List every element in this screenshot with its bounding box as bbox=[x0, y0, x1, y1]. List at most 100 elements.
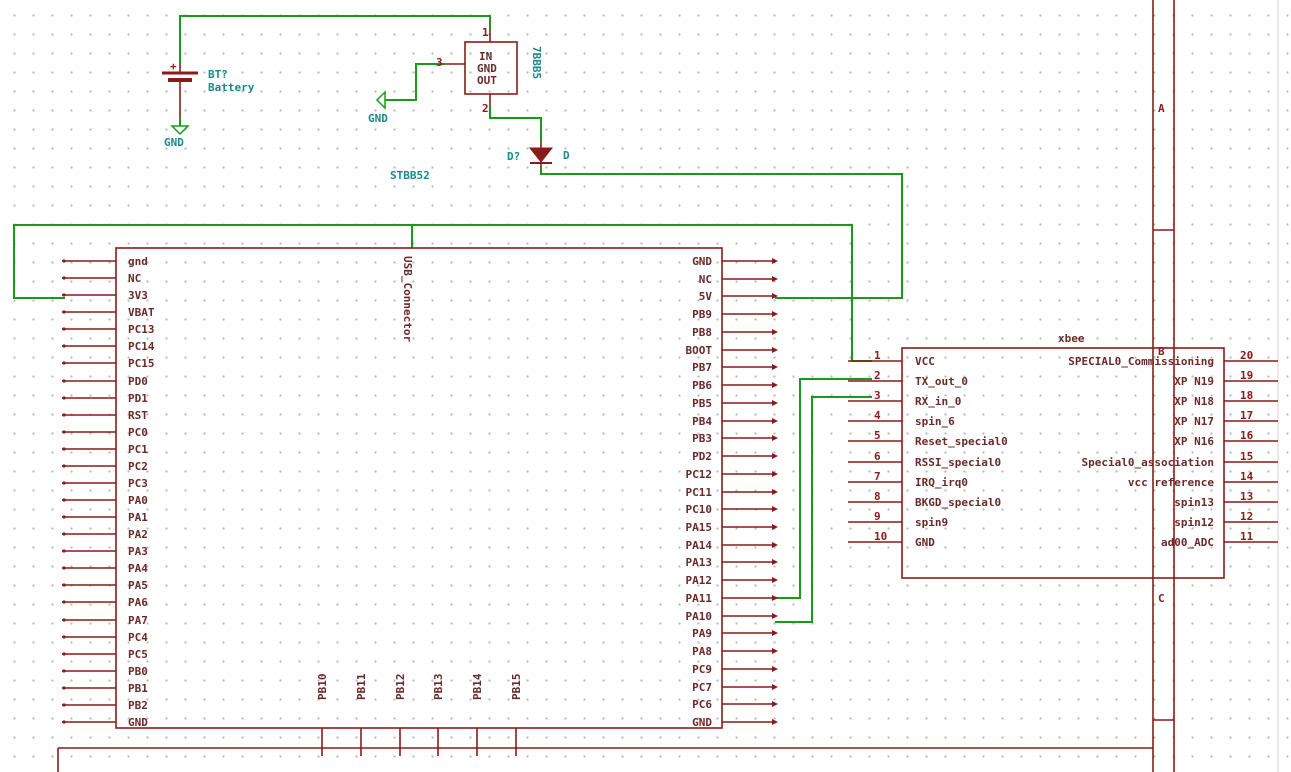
mcu-right-pin-arrow bbox=[772, 382, 778, 388]
mcu-bottom-pin-label: PB14 bbox=[471, 673, 484, 700]
mcu-right-pin-arrow bbox=[772, 400, 778, 406]
mcu-right-pin-label: PA13 bbox=[686, 556, 713, 569]
battery-symbol: + BT? Battery bbox=[162, 60, 255, 118]
regulator-pin-2-num: 2 bbox=[482, 102, 489, 115]
mcu-left-pin-label: PC13 bbox=[128, 323, 155, 336]
mcu-right-pin-arrow bbox=[772, 453, 778, 459]
mcu-left-pin-label: RST bbox=[128, 409, 148, 422]
wire-regulator-to-diode bbox=[489, 105, 542, 142]
xbee-right-pin-num: 17 bbox=[1240, 409, 1253, 422]
xbee-right-pin-num: 13 bbox=[1240, 490, 1253, 503]
mcu-right-pin-label: PB9 bbox=[692, 308, 712, 321]
xbee-left-pin-label: TX_out_0 bbox=[915, 375, 968, 388]
xbee-value: xbee bbox=[1058, 332, 1085, 345]
mcu-left-pin-label: PC2 bbox=[128, 460, 148, 473]
mcu-left-pin-end bbox=[62, 549, 66, 553]
mcu-right-pin-label: PA12 bbox=[686, 574, 713, 587]
mcu-left-pin-label: PC0 bbox=[128, 426, 148, 439]
mcu-right-pin-arrow bbox=[772, 630, 778, 636]
mcu-value: USB_Connector bbox=[401, 256, 414, 342]
battery-ref: BT? bbox=[208, 68, 228, 81]
xbee-left-pin-num: 3 bbox=[874, 389, 881, 402]
mcu-left-pin-label: VBAT bbox=[128, 306, 155, 319]
mcu-left-pin-end bbox=[62, 703, 66, 707]
xbee-right-pin-num: 18 bbox=[1240, 389, 1253, 402]
regulator-pin-3-num: 3 bbox=[436, 56, 443, 69]
xbee-right-pin-num: 12 bbox=[1240, 510, 1253, 523]
regulator-value: STBB52 bbox=[390, 169, 430, 182]
mcu-left-pin-label: GND bbox=[128, 716, 148, 729]
svg-text:+: + bbox=[170, 60, 177, 73]
mcu-right-pin-label: PB8 bbox=[692, 326, 712, 339]
mcu-right-pin-label: PC6 bbox=[692, 698, 712, 711]
regulator-gnd-label: GND bbox=[368, 112, 388, 125]
mcu-left-pin-label: PA5 bbox=[128, 579, 148, 592]
mcu-right-pin-arrow bbox=[772, 435, 778, 441]
mcu-right-pin-label: GND bbox=[692, 716, 712, 729]
mcu-left-pin-end bbox=[62, 720, 66, 724]
xbee-left-pin-num: 8 bbox=[874, 490, 881, 503]
mcu-right-pin-label: PD2 bbox=[692, 450, 712, 463]
mcu-right-pin-label: PA14 bbox=[686, 539, 713, 552]
xbee-left-pin-num: 1 bbox=[874, 349, 881, 362]
mcu-left-pin-end bbox=[62, 481, 66, 485]
xbee-left-pin-label: spin_6 bbox=[915, 415, 955, 428]
mcu-right-pin-arrow bbox=[772, 311, 778, 317]
mcu-left-pin-end bbox=[62, 396, 66, 400]
xbee-left-pin-label: IRQ_irq0 bbox=[915, 476, 968, 489]
xbee-left-pin-label: GND bbox=[915, 536, 935, 549]
mcu-right-pin-arrow bbox=[772, 418, 778, 424]
diode-ref: D? bbox=[507, 150, 520, 163]
xbee-right-pin-num: 19 bbox=[1240, 369, 1253, 382]
mcu-left-pin-end bbox=[62, 413, 66, 417]
mcu-bottom-pin-label: PB15 bbox=[510, 674, 523, 701]
mcu-right-pin-arrow bbox=[772, 258, 778, 264]
mcu-right-pin-label: PB7 bbox=[692, 361, 712, 374]
mcu-left-pin-label: NC bbox=[128, 272, 141, 285]
mcu-left-pin-label: 3V3 bbox=[128, 289, 148, 302]
mcu-right-pin-label: PB4 bbox=[692, 415, 712, 428]
mcu-left-pin-label: PC4 bbox=[128, 631, 148, 644]
xbee-right-pin-num: 20 bbox=[1240, 349, 1253, 362]
mcu-right-pin-arrow bbox=[772, 595, 778, 601]
mcu-left-pin-label: PC5 bbox=[128, 648, 148, 661]
xbee-left-pin-num: 7 bbox=[874, 470, 881, 483]
mcu-right-pin-arrow bbox=[772, 524, 778, 530]
wire-battery-to-regulator bbox=[179, 15, 491, 64]
regulator-pin-out: OUT bbox=[477, 74, 497, 87]
mcu-right-pin-label: PB6 bbox=[692, 379, 712, 392]
mcu-left-pin-end bbox=[62, 583, 66, 587]
mcu-right-pin-arrow bbox=[772, 719, 778, 725]
diode-value: D bbox=[563, 149, 570, 162]
mcu-left-pin-end bbox=[62, 464, 66, 468]
mcu-right-pin-label: PB3 bbox=[692, 432, 712, 445]
mcu-right-pin-arrow bbox=[772, 559, 778, 565]
mcu-left-pin-label: PA6 bbox=[128, 596, 148, 609]
mcu-left-pin-end bbox=[62, 447, 66, 451]
xbee-right-pin-label: ad00_ADC bbox=[1161, 536, 1214, 549]
mcu-left-pin-label: PC3 bbox=[128, 477, 148, 490]
mcu-right-pin-arrow bbox=[772, 471, 778, 477]
regulator-gnd-symbol: GND bbox=[368, 90, 403, 125]
mcu-bottom-pin-label: PB12 bbox=[394, 674, 407, 701]
regulator-ref: 7BBB5 bbox=[530, 46, 543, 79]
xbee-left-pin-num: 5 bbox=[874, 429, 881, 442]
mcu-right-pin-arrow bbox=[772, 347, 778, 353]
xbee-right-pin-label: vcc reference bbox=[1128, 476, 1214, 489]
mcu-left-pin-label: PD0 bbox=[128, 375, 148, 388]
diode-symbol: D? D bbox=[507, 142, 570, 168]
wire-pa11-to-tx bbox=[775, 378, 872, 599]
mcu-right-pin-label: PA10 bbox=[686, 610, 713, 623]
mcu-right-pin-arrow bbox=[772, 666, 778, 672]
mcu-right-pin-label: GND bbox=[692, 255, 712, 268]
frame-label-c: C bbox=[1158, 592, 1165, 605]
mcu-left-pin-label: PA2 bbox=[128, 528, 148, 541]
xbee-left-pin-label: RX_in_0 bbox=[915, 395, 961, 408]
mcu-left-pin-end bbox=[62, 379, 66, 383]
battery-gnd-symbol: GND bbox=[164, 118, 190, 149]
mcu-symbol: USB_Connector gndNC3V3VBATPC13PC14PC15PD… bbox=[62, 247, 778, 756]
mcu-right-pin-label: PA11 bbox=[686, 592, 713, 605]
mcu-right-pin-label: 5V bbox=[699, 290, 713, 303]
